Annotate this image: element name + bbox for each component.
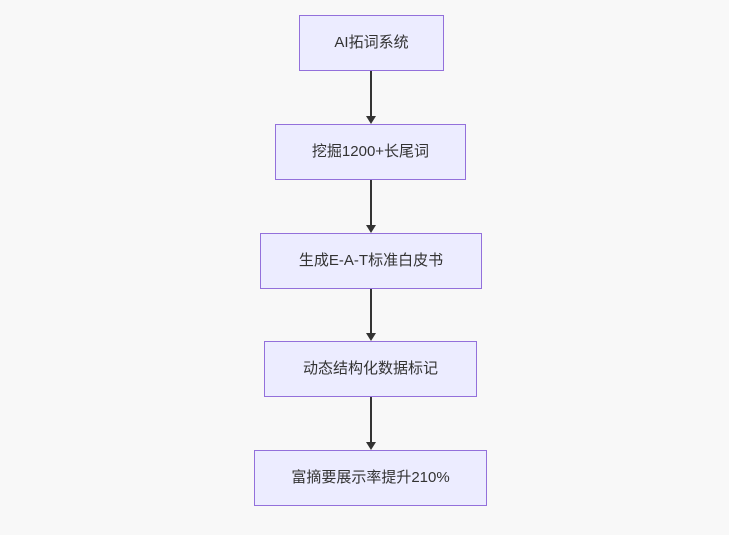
arrow-head-icon [366,116,376,124]
node-label: 挖掘1200+长尾词 [311,143,430,160]
arrow-shaft [370,180,372,226]
node-label: 富摘要展示率提升210% [291,469,450,486]
flowchart-node-mine-longtail-keywords: 挖掘1200+长尾词 [275,124,466,180]
node-label: 动态结构化数据标记 [302,360,438,377]
arrow-shaft [370,397,372,443]
flowchart-node-rich-snippet-rate-increase: 富摘要展示率提升210% [254,450,487,506]
arrow-shaft [370,71,372,117]
arrow-head-icon [366,333,376,341]
flowchart-node-dynamic-structured-data-markup: 动态结构化数据标记 [264,341,477,397]
node-label: 生成E-A-T标准白皮书 [298,252,444,269]
flowchart-node-ai-word-expansion-system: AI拓词系统 [299,15,444,71]
arrow-shaft [370,289,372,334]
flowchart-node-generate-eat-whitepaper: 生成E-A-T标准白皮书 [260,233,482,289]
node-label: AI拓词系统 [334,34,409,51]
arrow-head-icon [366,442,376,450]
arrow-head-icon [366,225,376,233]
